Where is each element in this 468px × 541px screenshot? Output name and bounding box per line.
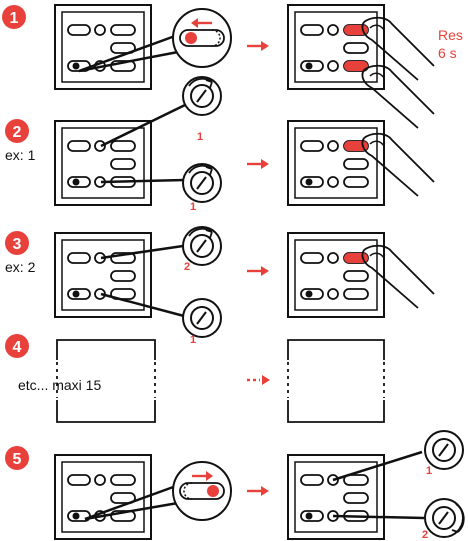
step-badge: [5, 334, 29, 358]
control-panel-outline: [56, 339, 156, 423]
dial-icon: 2: [182, 226, 222, 273]
svg-text:1: 1: [190, 201, 196, 213]
svg-text:1: 1: [197, 131, 203, 143]
step-badge: [5, 119, 29, 143]
svg-text:2: 2: [422, 529, 428, 541]
step-label: ex: 1: [5, 147, 36, 163]
step-badge: [5, 446, 29, 470]
slide-switch-icon: [172, 8, 232, 68]
svg-text:1: 1: [190, 334, 196, 346]
dial-icon: 1: [182, 298, 222, 346]
step-badge-number: 3: [13, 236, 22, 253]
arrow-right-icon: [245, 264, 271, 278]
step-label: etc... maxi 15: [18, 377, 101, 393]
step-badge-number: 1: [10, 10, 19, 27]
control-panel-pressed: [287, 232, 385, 318]
step-3: 3 ex: 2 2 1: [5, 226, 435, 346]
step-badge: [5, 231, 29, 255]
slide-switch-icon: [172, 461, 232, 521]
step-5: 5 1 2: [5, 430, 465, 541]
arrow-right-icon: [245, 157, 271, 171]
arrow-right-icon: [245, 484, 271, 498]
step-1: 1 Res 6 s: [2, 4, 463, 129]
step-badge: [2, 5, 26, 29]
control-panel-pressed: [287, 4, 385, 90]
step-badge-number: 2: [13, 124, 22, 141]
control-panel: [54, 454, 152, 540]
control-panel: [54, 4, 152, 90]
control-panel-outline: [287, 339, 385, 423]
reset-note-line2: 6 s: [438, 45, 457, 61]
dial-icon: 1: [424, 430, 464, 477]
reset-note-line1: Res: [438, 27, 463, 43]
dial-icon: 1: [182, 163, 222, 213]
step-label: ex: 2: [5, 259, 36, 275]
step-badge-number: 5: [13, 451, 22, 468]
svg-text:1: 1: [426, 465, 432, 477]
arrow-right-icon: [247, 375, 270, 385]
control-panel-pressed: [287, 120, 385, 206]
step-2: 2 ex: 1 1 1: [5, 76, 435, 213]
dial-icon: 2: [422, 498, 465, 541]
arrow-right-icon: [245, 39, 271, 53]
dial-icon: 1: [182, 76, 222, 143]
step-badge-number: 4: [13, 339, 22, 356]
svg-text:2: 2: [184, 261, 190, 273]
control-panel: [54, 120, 152, 206]
step-4: 4 etc... maxi 15: [5, 334, 385, 423]
